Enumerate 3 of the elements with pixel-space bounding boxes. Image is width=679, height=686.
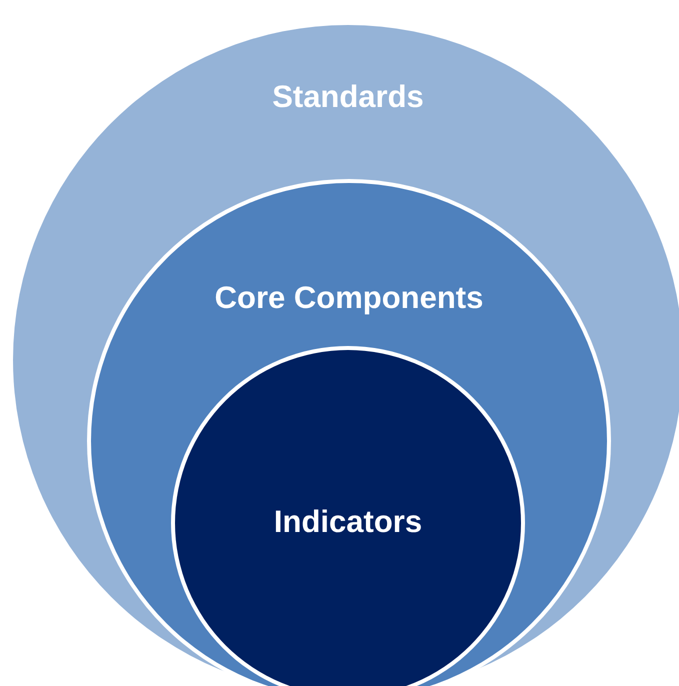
circle-label: Core Components [214, 279, 484, 317]
circle-label: Standards [272, 78, 424, 116]
circle-label: Indicators [274, 503, 422, 541]
